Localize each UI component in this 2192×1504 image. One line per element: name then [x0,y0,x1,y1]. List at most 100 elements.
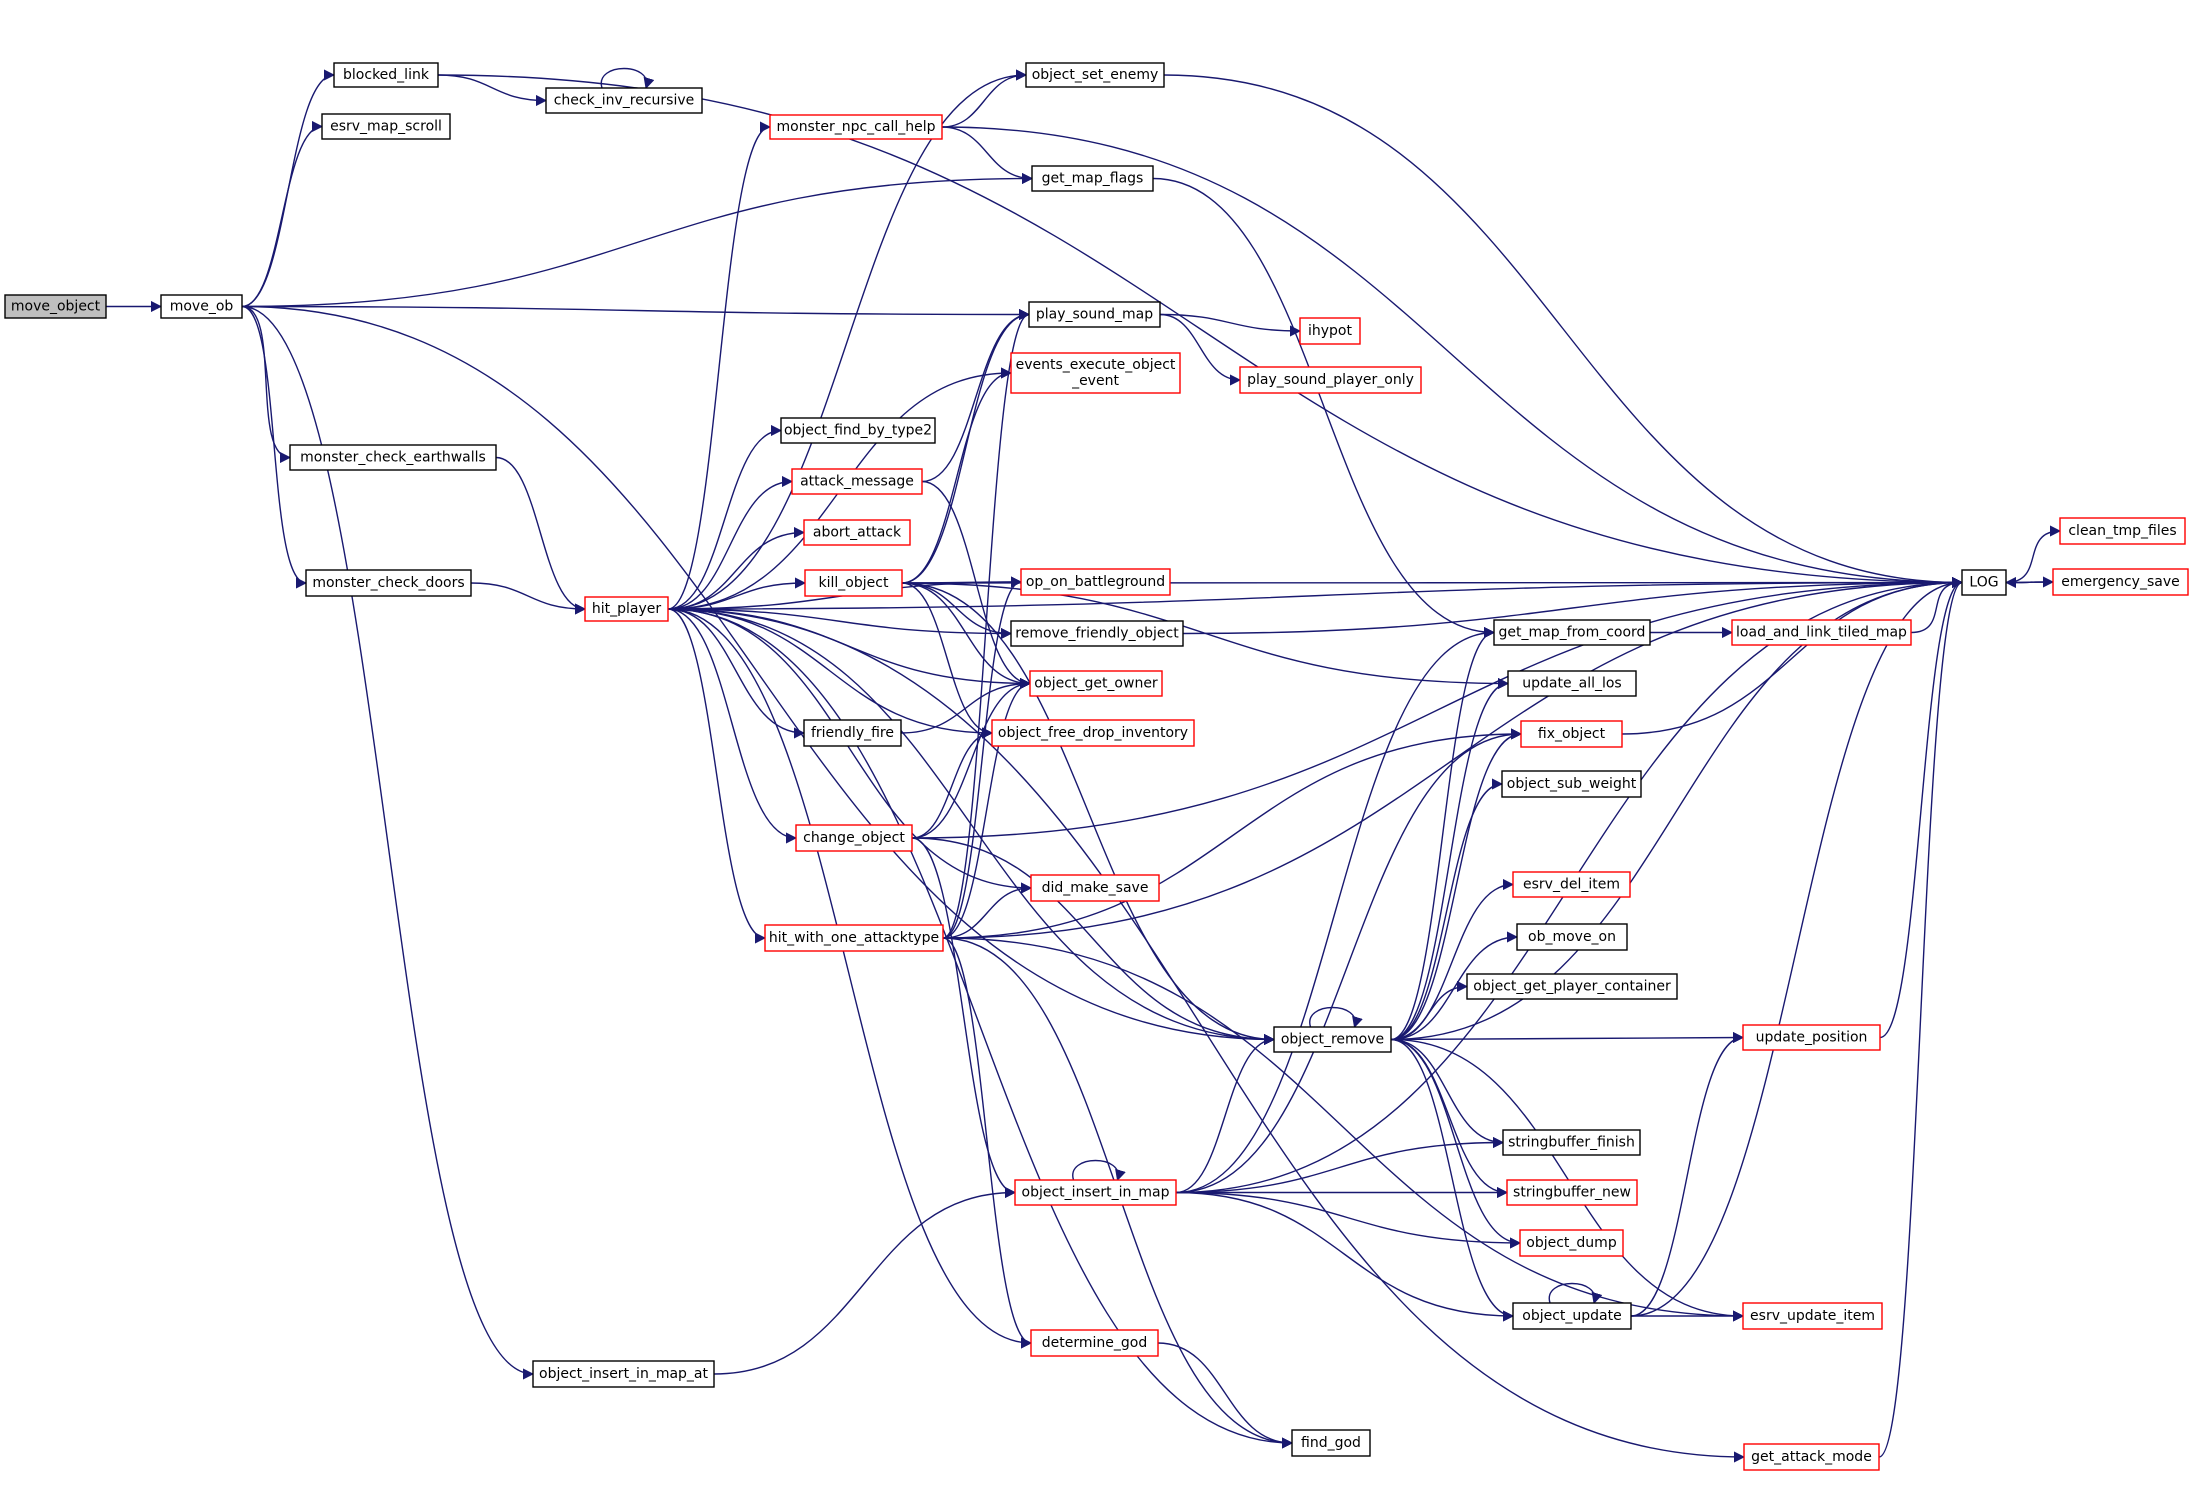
node-box-object_get_owner[interactable] [1029,670,1163,697]
node-box-move_ob[interactable] [160,294,243,319]
node-determine_god[interactable]: determine_god [1030,1329,1159,1357]
node-box-check_inv_recursive[interactable] [545,87,703,114]
node-box-stringbuffer_finish[interactable] [1502,1129,1641,1156]
node-esrv_map_scroll[interactable]: esrv_map_scroll [321,113,451,140]
node-box-object_update[interactable] [1512,1302,1632,1330]
node-update_position[interactable]: update_position [1742,1024,1881,1051]
node-change_object[interactable]: change_object [795,824,913,852]
node-box-ihypot[interactable] [1299,317,1361,345]
node-box-hit_player[interactable] [584,596,669,622]
node-attack_message[interactable]: attack_message [791,468,923,495]
node-hit_with_one_attacktype[interactable]: hit_with_one_attacktype [764,924,944,952]
node-object_get_owner[interactable]: object_get_owner [1029,670,1163,697]
node-get_attack_mode[interactable]: get_attack_mode [1743,1443,1880,1471]
node-emergency_save[interactable]: emergency_save [2052,568,2189,596]
node-esrv_del_item[interactable]: esrv_del_item [1512,871,1631,898]
node-box-attack_message[interactable] [791,468,923,495]
node-ob_move_on[interactable]: ob_move_on [1516,923,1628,951]
node-box-op_on_battleground[interactable] [1020,568,1171,596]
node-box-LOG[interactable] [1961,569,2007,596]
node-play_sound_player_only[interactable]: play_sound_player_only [1239,366,1422,394]
node-get_map_flags[interactable]: get_map_flags [1031,165,1154,192]
node-box-object_remove[interactable] [1273,1026,1392,1053]
node-ihypot[interactable]: ihypot [1299,317,1361,345]
node-box-stringbuffer_new[interactable] [1506,1179,1638,1206]
node-load_and_link_tiled_map[interactable]: load_and_link_tiled_map [1731,619,1912,646]
node-box-object_dump[interactable] [1519,1229,1624,1257]
node-box-object_insert_in_map_at[interactable] [532,1360,715,1388]
node-box-update_all_los[interactable] [1507,670,1637,697]
node-box-update_position[interactable] [1742,1024,1881,1051]
node-box-change_object[interactable] [795,824,913,852]
node-box-object_set_enemy[interactable] [1025,62,1165,88]
node-events_execute_object_event[interactable]: events_execute_object_event [1010,352,1181,394]
node-did_make_save[interactable]: did_make_save [1030,874,1160,902]
node-object_dump[interactable]: object_dump [1519,1229,1624,1257]
node-monster_check_earthwalls[interactable]: monster_check_earthwalls [289,444,497,471]
node-box-play_sound_player_only[interactable] [1239,366,1422,394]
node-object_sub_weight[interactable]: object_sub_weight [1501,770,1642,798]
node-monster_npc_call_help[interactable]: monster_npc_call_help [769,114,943,140]
node-object_get_player_container[interactable]: object_get_player_container [1466,973,1678,1000]
node-box-fix_object[interactable] [1520,720,1623,748]
node-box-load_and_link_tiled_map[interactable] [1731,619,1912,646]
node-box-get_map_flags[interactable] [1031,165,1154,192]
node-box-find_god[interactable] [1291,1429,1371,1457]
node-esrv_update_item[interactable]: esrv_update_item [1742,1302,1883,1330]
node-update_all_los[interactable]: update_all_los [1507,670,1637,697]
node-object_set_enemy[interactable]: object_set_enemy [1025,62,1165,88]
node-stringbuffer_new[interactable]: stringbuffer_new [1506,1179,1638,1206]
node-play_sound_map[interactable]: play_sound_map [1028,301,1161,328]
node-box-esrv_map_scroll[interactable] [321,113,451,140]
node-box-object_find_by_type2[interactable] [780,417,936,444]
node-box-esrv_update_item[interactable] [1742,1302,1883,1330]
node-box-monster_check_earthwalls[interactable] [289,444,497,471]
node-abort_attack[interactable]: abort_attack [803,519,911,546]
node-box-object_get_player_container[interactable] [1466,973,1678,1000]
node-op_on_battleground[interactable]: op_on_battleground [1020,568,1171,596]
node-box-object_free_drop_inventory[interactable] [991,719,1195,747]
node-object_update[interactable]: object_update [1512,1302,1632,1330]
node-box-play_sound_map[interactable] [1028,301,1161,328]
node-kill_object[interactable]: kill_object [804,569,903,597]
node-blocked_link[interactable]: blocked_link [333,62,439,88]
node-box-get_attack_mode[interactable] [1743,1443,1880,1471]
node-box-emergency_save[interactable] [2052,568,2189,596]
node-box-esrv_del_item[interactable] [1512,871,1631,898]
node-check_inv_recursive[interactable]: check_inv_recursive [545,87,703,114]
node-move_object[interactable]: move_object [4,294,107,319]
node-box-object_sub_weight[interactable] [1501,770,1642,798]
node-clean_tmp_files[interactable]: clean_tmp_files [2059,517,2186,545]
node-box-remove_friendly_object[interactable] [1010,620,1184,647]
node-box-friendly_fire[interactable] [803,719,902,747]
node-object_free_drop_inventory[interactable]: object_free_drop_inventory [991,719,1195,747]
node-box-abort_attack[interactable] [803,519,911,546]
node-object_insert_in_map_at[interactable]: object_insert_in_map_at [532,1360,715,1388]
node-remove_friendly_object[interactable]: remove_friendly_object [1010,620,1184,647]
node-object_find_by_type2[interactable]: object_find_by_type2 [780,417,936,444]
node-box-hit_with_one_attacktype[interactable] [764,924,944,952]
node-box-monster_npc_call_help[interactable] [769,114,943,140]
node-box-get_map_from_coord[interactable] [1493,619,1651,646]
node-box-did_make_save[interactable] [1030,874,1160,902]
node-stringbuffer_finish[interactable]: stringbuffer_finish [1502,1129,1641,1156]
node-fix_object[interactable]: fix_object [1520,720,1623,748]
node-monster_check_doors[interactable]: monster_check_doors [305,569,472,597]
node-box-move_object[interactable] [4,294,107,319]
node-box-clean_tmp_files[interactable] [2059,517,2186,545]
node-move_ob[interactable]: move_ob [160,294,243,319]
node-find_god[interactable]: find_god [1291,1429,1371,1457]
node-box-ob_move_on[interactable] [1516,923,1628,951]
node-object_insert_in_map[interactable]: object_insert_in_map [1014,1179,1177,1206]
node-box-events_execute_object_event[interactable] [1010,352,1181,394]
node-box-determine_god[interactable] [1030,1329,1159,1357]
node-box-kill_object[interactable] [804,569,903,597]
node-object_remove[interactable]: object_remove [1273,1026,1392,1053]
node-box-monster_check_doors[interactable] [305,569,472,597]
node-friendly_fire[interactable]: friendly_fire [803,719,902,747]
node-get_map_from_coord[interactable]: get_map_from_coord [1493,619,1651,646]
node-box-object_insert_in_map[interactable] [1014,1179,1177,1206]
node-LOG[interactable]: LOG [1961,569,2007,596]
node-hit_player[interactable]: hit_player [584,596,669,622]
node-box-blocked_link[interactable] [333,62,439,88]
